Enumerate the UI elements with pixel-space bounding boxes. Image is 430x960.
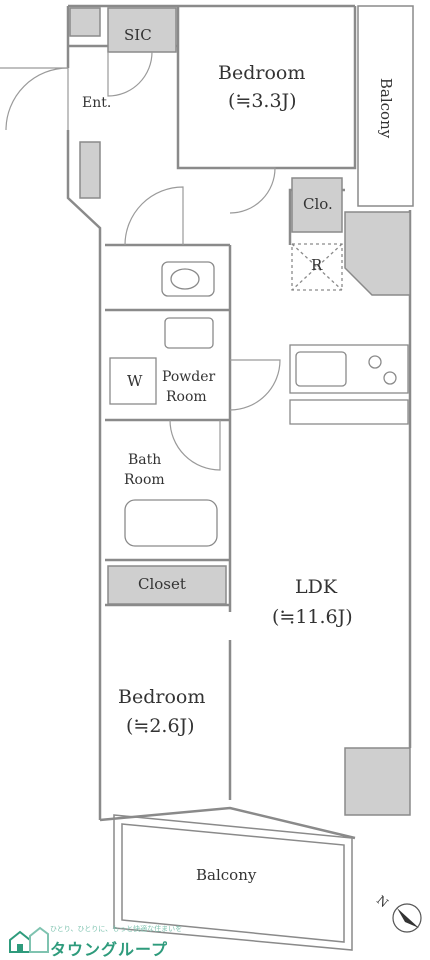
kitchen-counter <box>289 344 409 394</box>
label-balcony-bottom: Balcony <box>196 866 257 884</box>
closet-fill <box>107 565 227 605</box>
label-balcony-side: Balcony <box>376 77 395 139</box>
label-closet: Closet <box>138 575 186 593</box>
north-arrow-icon: N <box>375 893 422 933</box>
bedroom1-wall <box>176 6 357 170</box>
balcony-bottom-inner <box>121 823 345 943</box>
outer-wall-entrance <box>66 130 102 820</box>
toilet-bowl <box>170 268 200 290</box>
brand-name: タウングループ <box>50 940 169 959</box>
door-entrance <box>0 67 69 131</box>
label-ldk-name: LDK <box>295 576 338 598</box>
door-sic <box>107 51 153 97</box>
shaft-right-upper <box>344 211 411 296</box>
pillar-entrance <box>79 141 101 199</box>
shaft-right-lower <box>344 747 411 816</box>
fridge-space <box>291 243 343 291</box>
stove-burner-b <box>383 371 397 385</box>
door-hall <box>124 186 184 246</box>
shaft-left <box>69 7 101 37</box>
clo-fill <box>291 177 343 233</box>
washer-pan <box>109 357 157 405</box>
brand-tagline: ひとり、ひとりに、もっと快適な住まいを <box>50 925 183 933</box>
door-powder-ldk <box>229 359 281 411</box>
door-bedroom1 <box>229 167 276 214</box>
outer-wall-bottom <box>99 806 356 840</box>
label-powder-room-2: Room <box>166 389 207 405</box>
north-label: N <box>375 893 391 910</box>
brand-logo-icon <box>9 926 49 953</box>
balcony-side <box>357 5 414 207</box>
label-entrance: Ent. <box>82 95 112 111</box>
label-bathroom-2: Room <box>124 472 165 488</box>
label-bedroom1-name: Bedroom <box>218 62 306 84</box>
label-washer: W <box>127 372 143 390</box>
door-powder <box>169 419 221 471</box>
label-bedroom2-size: (≒2.6J) <box>126 715 195 737</box>
label-refrigerator: R <box>311 256 323 274</box>
toilet <box>161 261 215 297</box>
sic-fill <box>107 7 177 53</box>
washbasin <box>164 317 214 349</box>
label-bathroom-1: Bath <box>128 452 162 468</box>
sink <box>295 351 347 387</box>
balcony-bottom <box>113 814 353 951</box>
label-ldk-size: (≒11.6J) <box>272 606 353 628</box>
label-bedroom1-size: (≒3.3J) <box>228 90 297 112</box>
label-closet-small: Clo. <box>303 195 333 213</box>
label-bedroom2-name: Bedroom <box>118 686 206 708</box>
bathtub <box>124 499 218 547</box>
label-sic: SIC <box>124 26 152 44</box>
range-hood <box>289 399 409 425</box>
stove-burner-a <box>368 355 382 369</box>
label-powder-room-1: Powder <box>162 369 216 385</box>
